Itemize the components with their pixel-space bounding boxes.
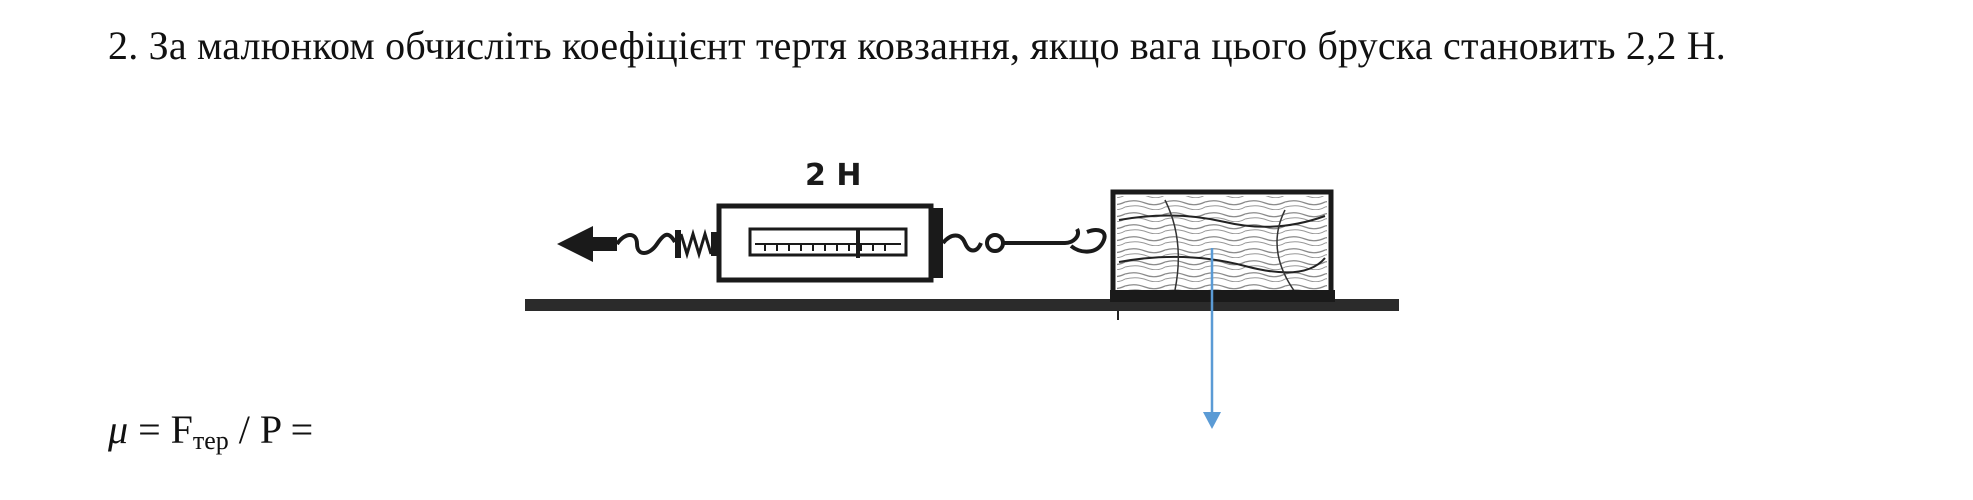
wood-block-icon <box>1110 189 1335 302</box>
physics-figure: 2 Н <box>525 150 1425 450</box>
dynamometer-reading: 2 Н <box>805 158 861 193</box>
dynamometer-scale <box>755 243 901 251</box>
spring-icon <box>615 228 719 260</box>
weight-arrow <box>1203 248 1221 429</box>
formula: μ = Fтер / P = <box>108 402 313 469</box>
formula-eq1: = F <box>128 407 193 452</box>
pull-arrow-icon <box>557 226 617 262</box>
dynamometer-diagram: 2 Н <box>525 158 1399 429</box>
dynamometer-body <box>716 203 943 283</box>
formula-subscript: тер <box>192 426 229 455</box>
formula-rest: / P = <box>228 407 314 452</box>
mu-symbol: μ <box>108 407 129 452</box>
hook-icon <box>941 228 1107 254</box>
task-text: 2. За малюнком обчисліть коефіцієнт терт… <box>108 23 1727 68</box>
